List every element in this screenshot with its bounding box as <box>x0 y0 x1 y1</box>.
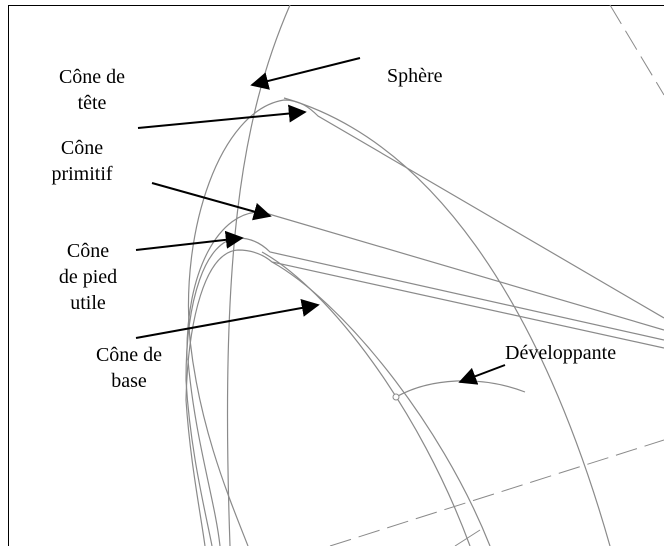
arrow-sphere <box>250 57 361 90</box>
cone-pied-curve-b <box>185 249 664 401</box>
label-cone-primitif-line1: Cône <box>60 137 104 159</box>
arrow-cone-de-base <box>135 299 320 339</box>
cone-de-tete-curve <box>187 99 664 341</box>
sphere-curve <box>226 4 291 546</box>
label-cone-de-tete-line1: Cône de <box>58 66 126 88</box>
label-cone-pied-utile: Cône de pied utile <box>46 238 130 316</box>
label-cone-de-base: Cône de base <box>74 342 184 394</box>
left-curve-a <box>185 399 206 546</box>
label-cone-pied-line2: de pied <box>58 266 118 288</box>
developpante-point <box>392 393 400 401</box>
left-curve-c <box>189 339 249 546</box>
arrow-cone-de-tete <box>137 104 307 129</box>
label-sphere: Sphère <box>387 65 443 87</box>
developpante-curve <box>395 380 526 398</box>
label-cone-de-tete-line2: tête <box>77 92 107 114</box>
arrow-developpante <box>458 364 506 385</box>
arrows <box>135 57 506 385</box>
label-cone-de-base-line1: Cône de <box>95 344 163 366</box>
construction-lines <box>329 4 664 546</box>
drawing-frame <box>8 5 664 546</box>
dashed-axis-bottom <box>329 439 664 546</box>
label-cone-de-base-line2: base <box>111 370 147 392</box>
label-cone-de-tete: Cône de tête <box>44 64 140 116</box>
arrow-cone-pied <box>135 230 244 251</box>
label-cone-primitif-line2: primitif <box>51 163 113 185</box>
arrow-cone-primitif <box>151 182 272 221</box>
label-cone-pied-line1: Cône <box>66 240 110 262</box>
dashed-axis-top <box>609 4 664 96</box>
label-cone-pied-line3: utile <box>70 292 106 314</box>
left-curve-b <box>187 359 221 546</box>
outer-cone-arc <box>283 97 611 546</box>
label-developpante: Développante <box>505 342 617 364</box>
cone-base-arc-a <box>271 261 491 546</box>
cone-primitif-curve <box>186 211 664 361</box>
left-curve-d <box>185 379 213 546</box>
cone-base-arc-b <box>261 251 471 546</box>
label-cone-primitif: Cône primitif <box>44 135 120 187</box>
